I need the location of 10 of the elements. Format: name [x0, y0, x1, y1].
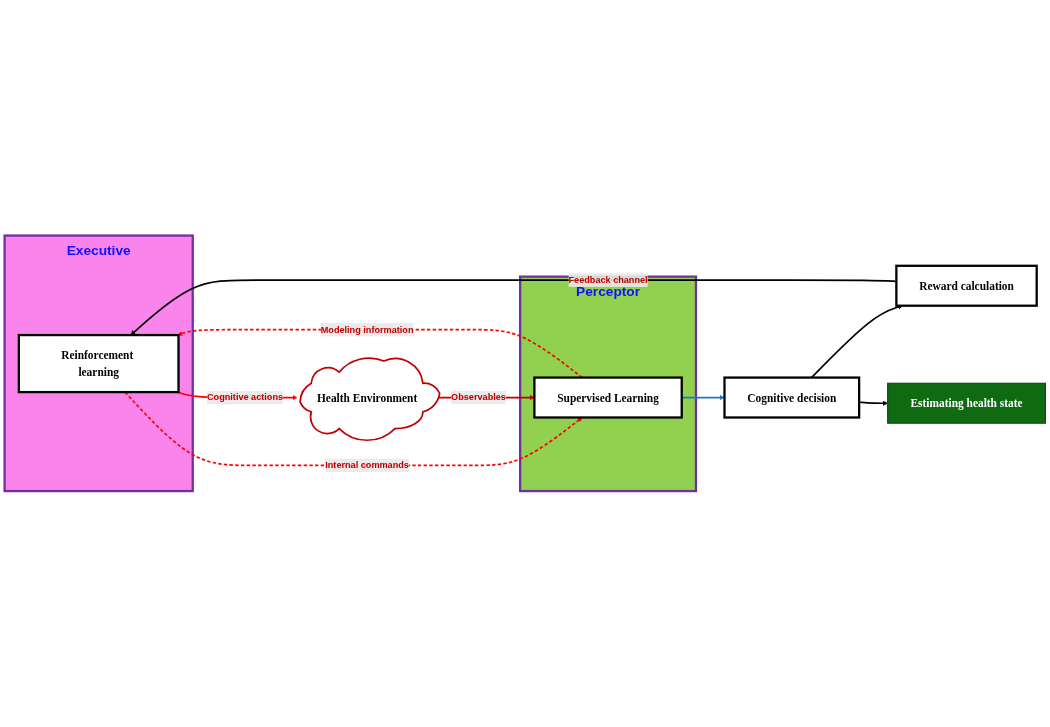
node-box: Reinforcement learning	[17, 334, 180, 394]
node-box: Reward calculation	[895, 264, 1038, 307]
node-box: Estimating health state	[887, 382, 1046, 424]
edge-label: Feedback channel	[568, 275, 648, 285]
edge-label: Cognitive actions	[207, 392, 284, 403]
node-box: Supervised Learning	[533, 376, 683, 419]
edge-label: Observables	[451, 392, 506, 403]
edge-label: Modeling information	[320, 324, 414, 335]
edge-label: Internal commands	[325, 460, 409, 471]
node-box: Cognitive decision	[723, 376, 861, 419]
